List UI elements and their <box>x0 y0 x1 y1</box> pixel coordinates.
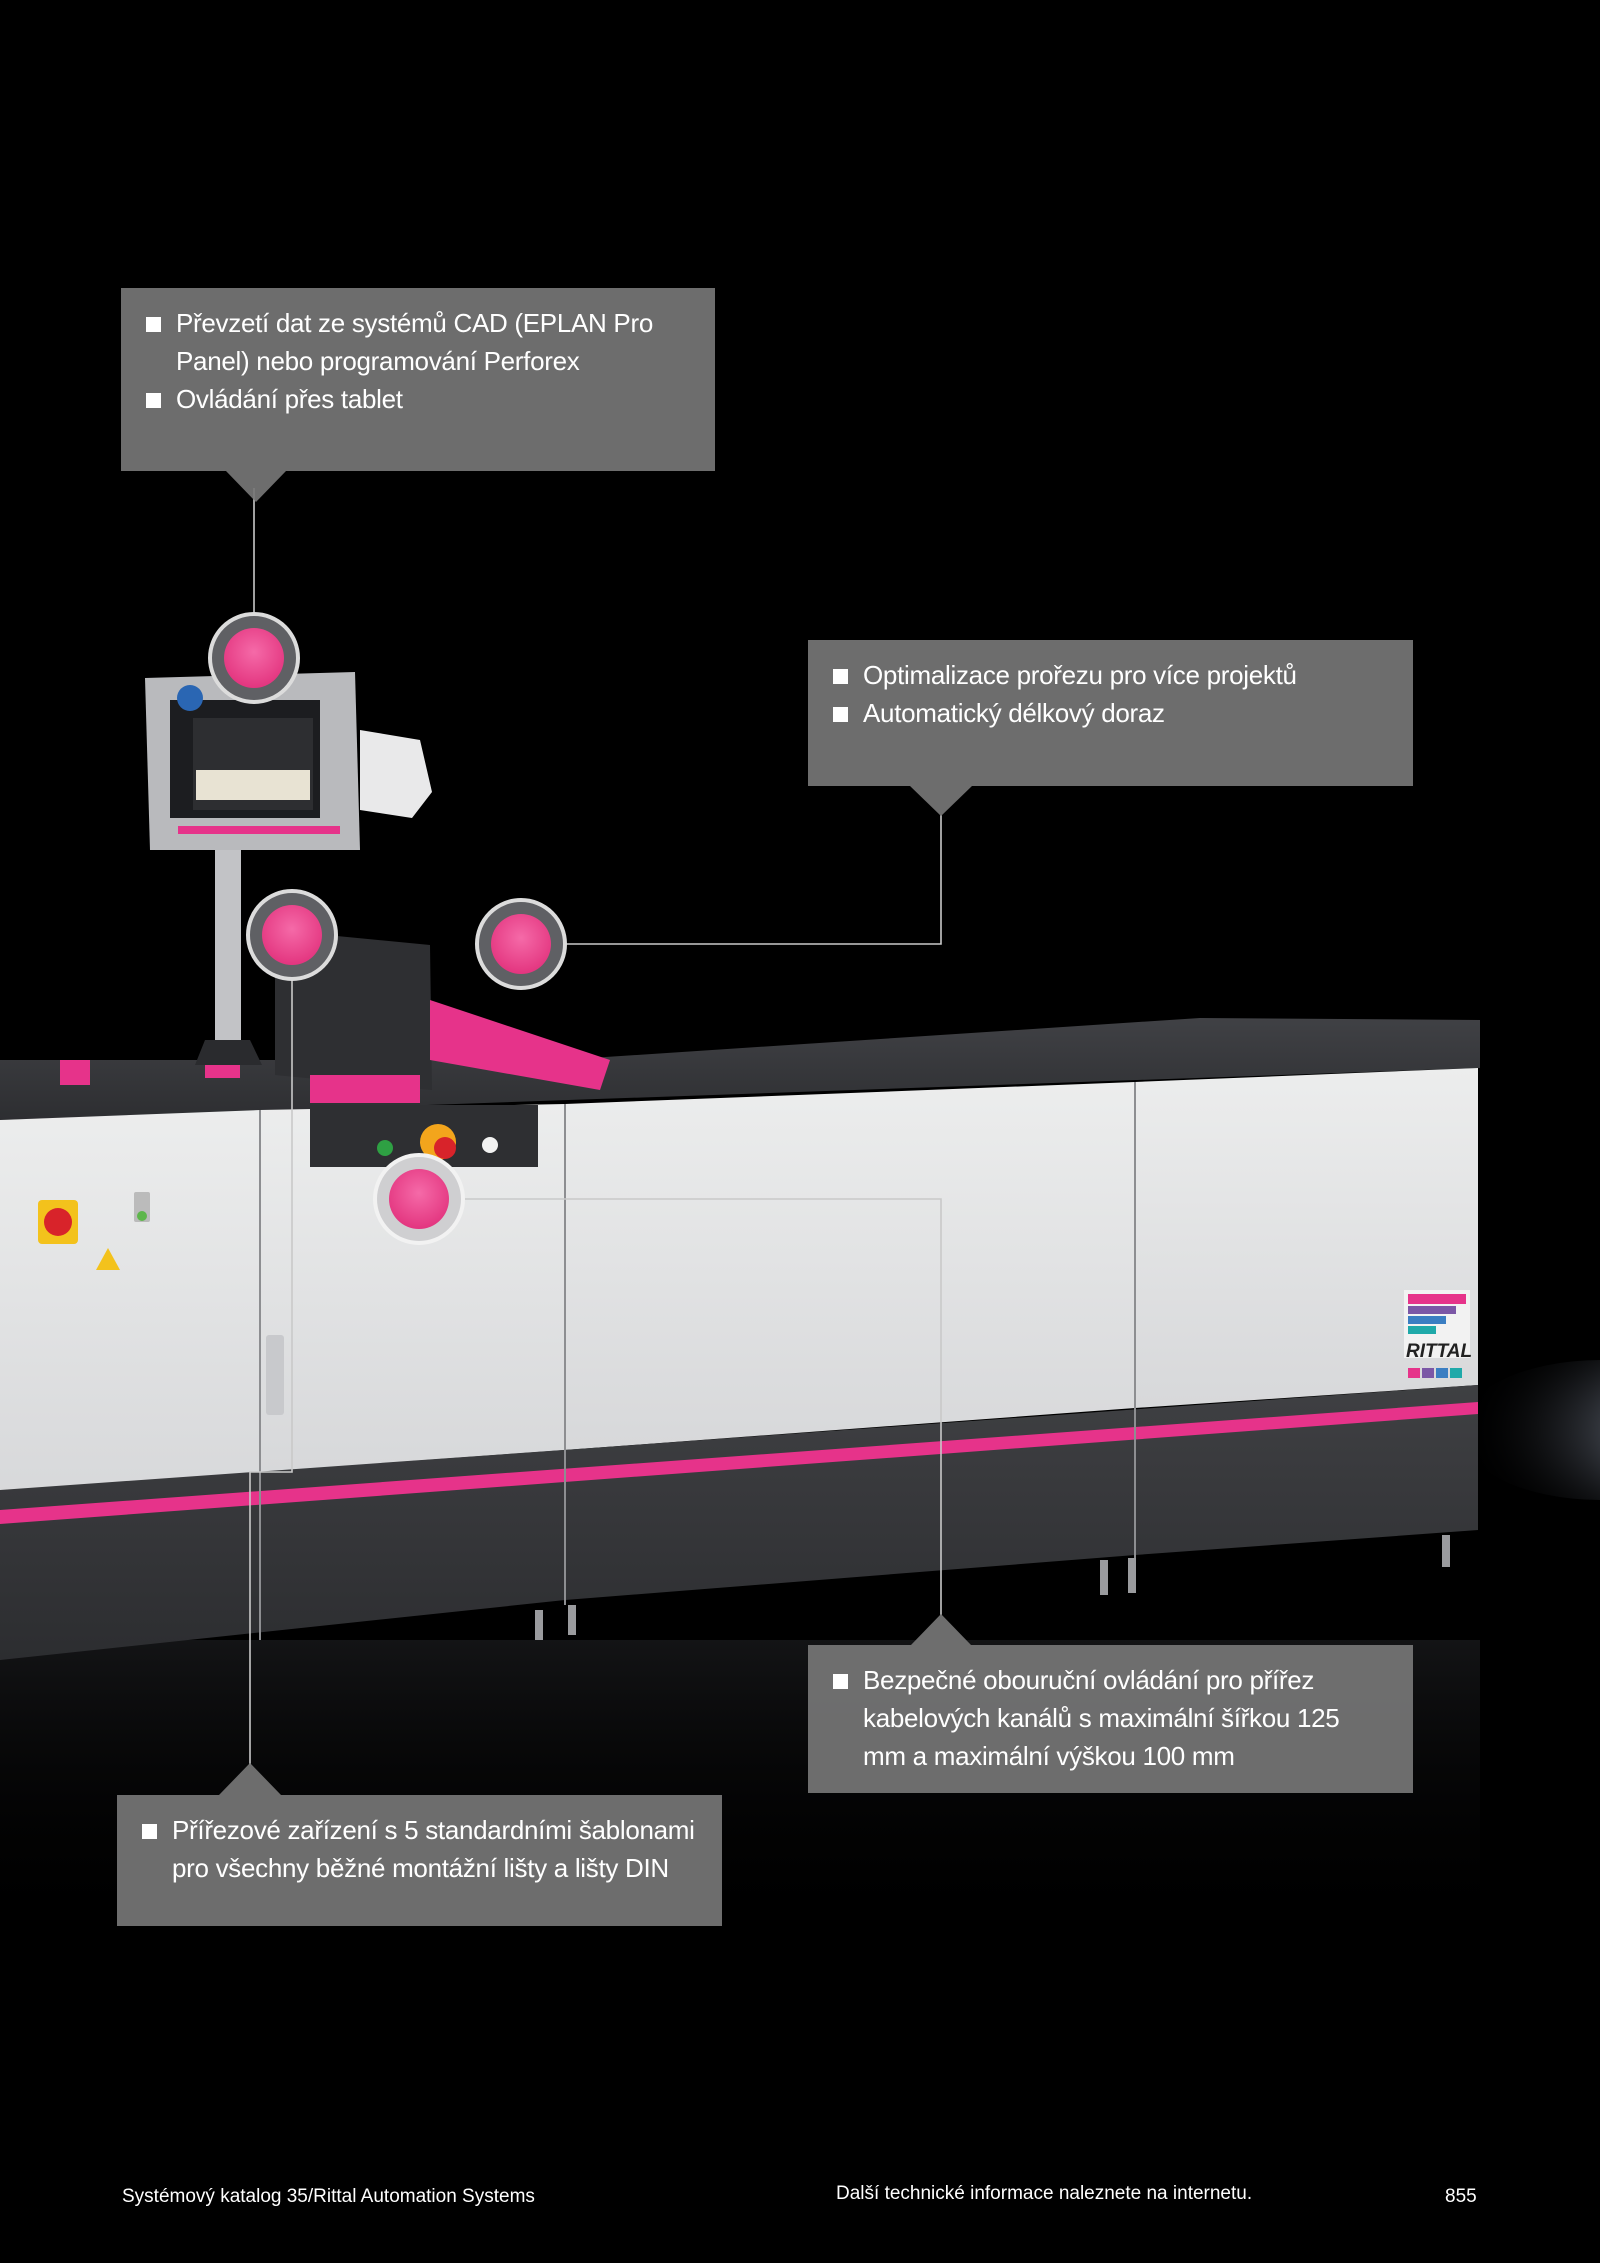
callout-item: Převzetí dat ze systémů CAD (EPLAN Pro P… <box>146 304 691 380</box>
label-printer <box>360 730 432 818</box>
warning-icon <box>96 1248 120 1270</box>
callout-item: Optimalizace prořezu pro více projektů <box>833 656 1389 694</box>
marker-two-hand-control[interactable] <box>373 1153 465 1245</box>
cabinet-right <box>1135 1068 1478 1408</box>
callout-bottom-right: Bezpečné obouruční ovládání pro přířez k… <box>808 1645 1413 1793</box>
pink-stripe <box>0 1402 1478 1524</box>
rittal-logo <box>1404 1290 1470 1378</box>
cabinet-left <box>0 1110 260 1500</box>
tablet-stand <box>215 850 241 1050</box>
callout-item: Přířezové zařízení s 5 standardními šabl… <box>142 1811 698 1887</box>
footer-catalog-title: Systémový katalog 35/Rittal Automation S… <box>122 2186 535 2207</box>
cabinet-base <box>0 1385 1478 1660</box>
callout-bottom-left: Přířezové zařízení s 5 standardními šabl… <box>117 1795 722 1926</box>
footer-info-text: Další technické informace naleznete na i… <box>836 2183 1253 2204</box>
callout-top-left: Převzetí dat ze systémů CAD (EPLAN Pro P… <box>121 288 715 471</box>
cabinet-mid-left <box>260 1104 565 1472</box>
marker-length-stop[interactable] <box>475 898 567 990</box>
marker-tablet[interactable] <box>208 612 300 704</box>
callout-item: Ovládání přes tablet <box>146 380 691 418</box>
callout-item: Automatický délkový doraz <box>833 694 1389 732</box>
marker-cutting-unit[interactable] <box>246 889 338 981</box>
rittal-logo-text: RITTAL <box>1406 1341 1472 1362</box>
callout-top-right: Optimalizace prořezu pro více projektů A… <box>808 640 1413 786</box>
connector-lines <box>249 488 942 1765</box>
release-button-icon <box>482 1137 498 1153</box>
pink-guide-rail <box>430 1000 610 1090</box>
page-number: 855 <box>1445 2186 1477 2207</box>
start-button-icon <box>377 1140 393 1156</box>
door-handle <box>266 1335 284 1415</box>
callout-item: Bezpečné obouruční ovládání pro přířez k… <box>833 1661 1389 1775</box>
cabinet-center <box>565 1082 1135 1450</box>
light-flare <box>1460 1360 1600 1500</box>
